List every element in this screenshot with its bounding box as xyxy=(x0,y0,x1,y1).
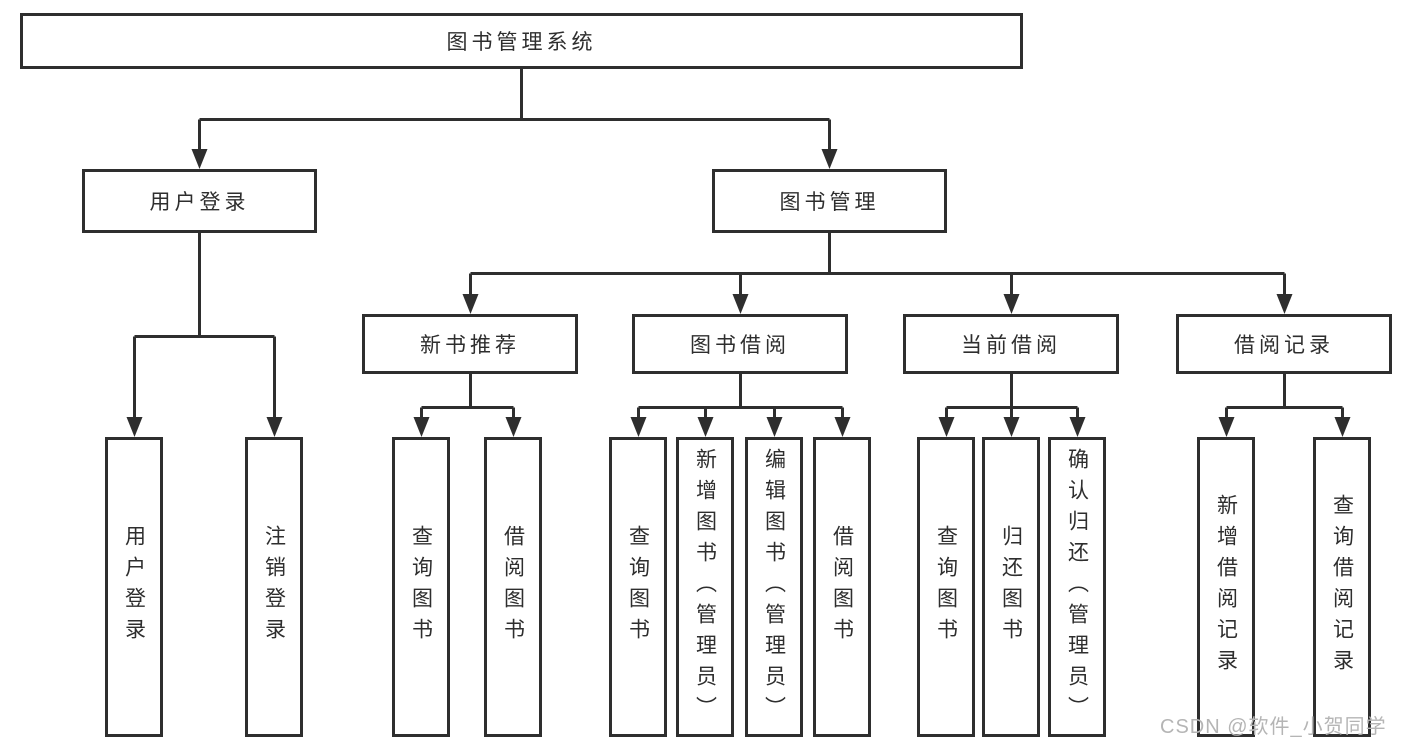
node-current-borrow-label: 当前借阅 xyxy=(961,334,1061,357)
node-book-borrow: 图书借阅 xyxy=(632,314,848,374)
leaf-user-login: 用户登录 xyxy=(105,437,163,737)
leaf-query-book-recommend: 查询图书 xyxy=(392,437,450,737)
leaf-query-book-current-label: 查询图书 xyxy=(934,525,958,649)
node-new-book-recommend-label: 新书推荐 xyxy=(420,334,520,357)
node-user-login: 用户登录 xyxy=(82,169,317,233)
leaf-add-book-admin: 新增图书（管理员） xyxy=(676,437,734,737)
node-borrow-record: 借阅记录 xyxy=(1176,314,1392,374)
leaf-add-borrow-record-label: 新增借阅记录 xyxy=(1214,494,1238,680)
leaf-add-book-admin-label: 新增图书（管理员） xyxy=(693,447,717,727)
leaf-confirm-return-admin: 确认归还（管理员） xyxy=(1048,437,1106,737)
node-root-label: 图书管理系统 xyxy=(446,31,597,54)
node-borrow-record-label: 借阅记录 xyxy=(1234,334,1334,357)
leaf-query-book-current: 查询图书 xyxy=(917,437,975,737)
edge-currentborrow-to-leaves xyxy=(945,374,1079,419)
node-book-management: 图书管理 xyxy=(712,169,947,233)
leaf-user-login-label: 用户登录 xyxy=(122,525,146,649)
watermark: CSDN @软件_小贺同学 xyxy=(1160,716,1387,738)
leaf-return-book: 归还图书 xyxy=(982,437,1040,737)
edge-newbook-to-leaves xyxy=(420,374,515,419)
leaf-return-book-label: 归还图书 xyxy=(999,525,1023,649)
leaf-borrow-book-recommend-label: 借阅图书 xyxy=(501,525,525,649)
node-root: 图书管理系统 xyxy=(20,13,1023,69)
leaf-confirm-return-admin-label: 确认归还（管理员） xyxy=(1065,447,1089,727)
edge-userlogin-to-leaves xyxy=(133,233,276,419)
leaf-add-borrow-record: 新增借阅记录 xyxy=(1197,437,1255,737)
edge-bookborrow-to-leaves xyxy=(637,374,844,419)
leaf-edit-book-admin: 编辑图书（管理员） xyxy=(745,437,803,737)
node-book-borrow-label: 图书借阅 xyxy=(690,334,790,357)
leaf-query-borrow-record: 查询借阅记录 xyxy=(1313,437,1371,737)
node-user-login-label: 用户登录 xyxy=(149,191,250,214)
edge-bookmgmt-to-level3 xyxy=(469,233,1286,296)
leaf-query-borrow-record-label: 查询借阅记录 xyxy=(1330,494,1354,680)
edge-root-to-level2 xyxy=(198,69,831,151)
node-book-management-label: 图书管理 xyxy=(779,191,880,214)
leaf-borrow-book-recommend: 借阅图书 xyxy=(484,437,542,737)
arrowheads xyxy=(126,149,1351,437)
leaf-logout: 注销登录 xyxy=(245,437,303,737)
leaf-edit-book-admin-label: 编辑图书（管理员） xyxy=(762,447,786,727)
leaf-borrow-book-label: 借阅图书 xyxy=(830,525,854,649)
leaf-borrow-book: 借阅图书 xyxy=(813,437,871,737)
leaf-logout-label: 注销登录 xyxy=(262,525,286,649)
leaf-query-book-borrow-label: 查询图书 xyxy=(626,525,650,649)
node-new-book-recommend: 新书推荐 xyxy=(362,314,578,374)
edge-borrowrecord-to-leaves xyxy=(1225,374,1344,419)
leaf-query-book-borrow: 查询图书 xyxy=(609,437,667,737)
leaf-query-book-recommend-label: 查询图书 xyxy=(409,525,433,649)
node-current-borrow: 当前借阅 xyxy=(903,314,1119,374)
